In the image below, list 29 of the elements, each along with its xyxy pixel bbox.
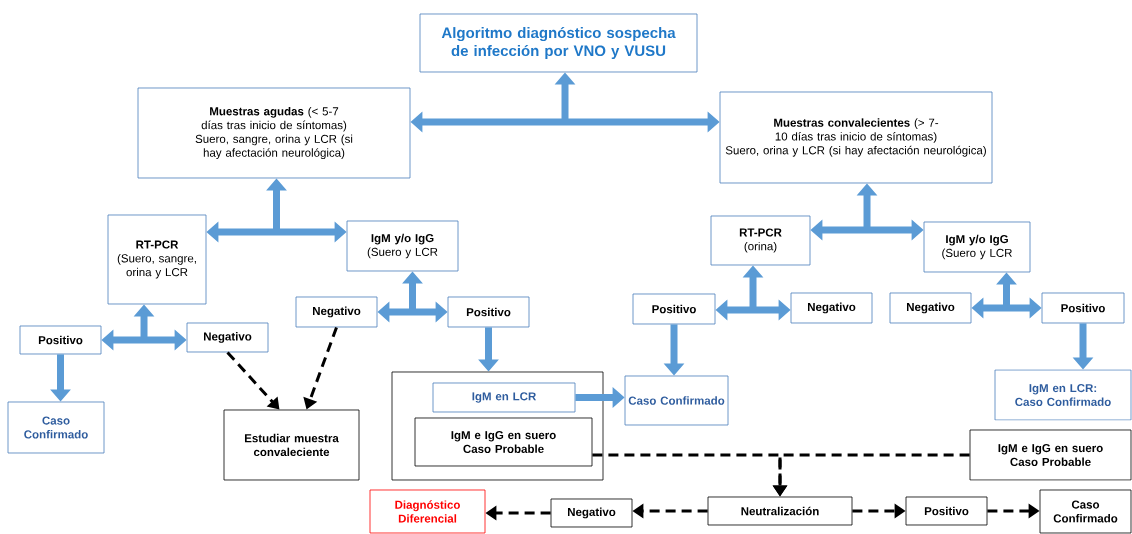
sample-box: Muestras convalecientes (> 7-10 días tras inicio de síntomas) Suero, orina y LCR (si hay afectación neurológica) — [719, 91, 993, 184]
sample-box: Muestras agudas (< 5-7 días tras inicio de síntomas) Suero, sangre, orina y LCR (si hay afectación neurológica) — [137, 87, 411, 179]
result-box: Negativo — [889, 292, 972, 324]
result-box: Neutralización — [707, 496, 853, 526]
result-box: Negativo — [295, 296, 378, 328]
test-box: RT-PCR (orina) — [710, 215, 811, 266]
test-box: IgM y/o IgG (Suero y LCR — [346, 220, 459, 272]
result-box: Negativo — [790, 292, 873, 324]
result-box: Negativo — [550, 498, 633, 528]
result-box: Positivo — [19, 325, 102, 355]
test-box: IgM y/o IgG (Suero y LCR — [923, 221, 1031, 273]
title-box: Algoritmo diagnóstico sospecha de infección por VNO y VUSU — [419, 13, 698, 73]
test-box: RT-PCR (Suero, sangre, orina y LCR — [107, 214, 207, 305]
result-box: Positivo — [1041, 292, 1125, 324]
result-box: Caso Confirmado — [624, 375, 729, 426]
result-box: Positivo — [905, 496, 988, 526]
result-box: IgM en LCR: Caso Confirmado — [994, 369, 1132, 421]
result-box: Caso Confirmado — [7, 401, 105, 454]
result-box: Caso Confirmado — [1039, 489, 1132, 534]
group-box — [391, 371, 604, 481]
result-box: IgM en LCR — [432, 382, 576, 413]
outcome-box: Diagnóstico Diferencial — [369, 489, 486, 534]
result-box: IgM e IgG en suero Caso Probable — [414, 417, 593, 467]
result-box: IgM e IgG en suero Caso Probable — [969, 429, 1132, 481]
result-box: Positivo — [447, 296, 530, 328]
result-box: Estudiar muestra convaleciente — [223, 409, 360, 481]
arrow — [226, 351, 280, 410]
result-box: Positivo — [632, 293, 716, 325]
result-box: Negativo — [186, 322, 269, 353]
